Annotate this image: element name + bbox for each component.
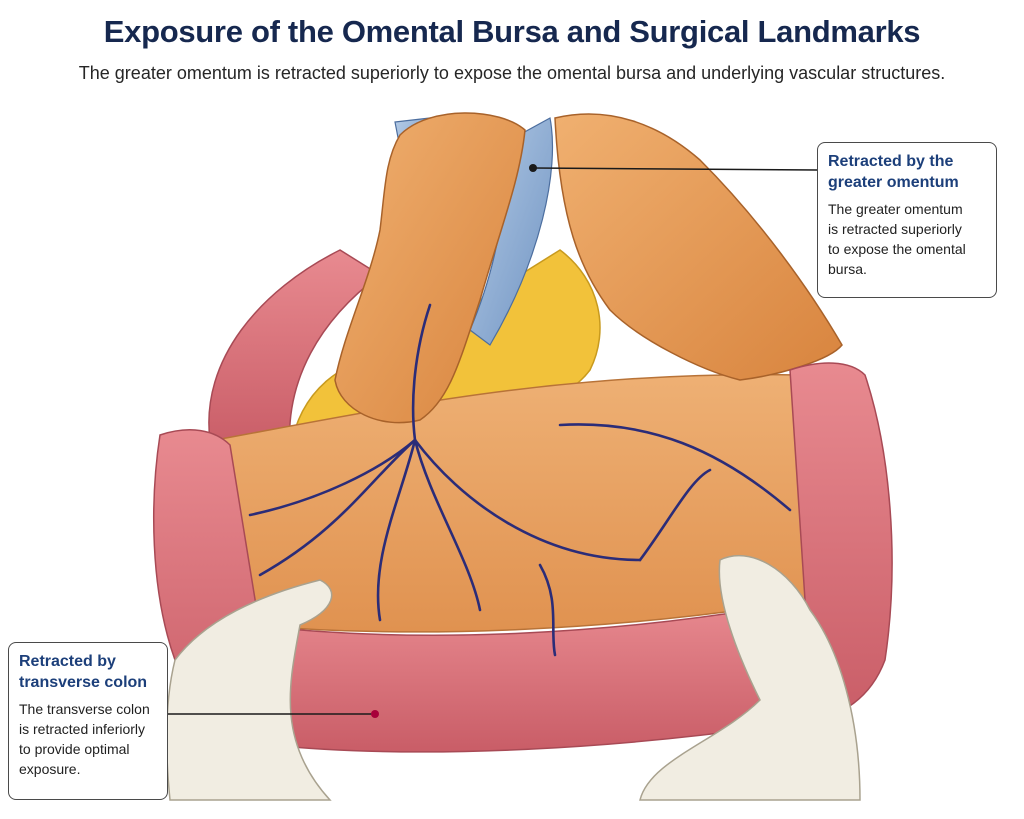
callout-colon-text-line1: The transverse colon [19, 701, 150, 717]
colon-left-loop [208, 249, 382, 451]
callout-colon-text-line4: exposure. [19, 761, 81, 777]
greater-omentum-right [554, 113, 843, 381]
callout-omentum-title-line2: greater omentum [828, 174, 959, 191]
callout-omentum-text: The greater omentum is retracted superio… [828, 199, 986, 279]
callout-colon-title: Retracted by transverse colon [19, 651, 157, 693]
callout-colon-text-line3: to provide optimal [19, 741, 130, 757]
callout-omentum-title: Retracted by the greater omentum [828, 151, 986, 193]
callout-greater-omentum: Retracted by the greater omentum The gre… [817, 142, 997, 298]
callout-colon-title-line1: Retracted by [19, 653, 116, 670]
colon-leader-dot [371, 710, 379, 718]
right-gloved-hand [639, 554, 861, 801]
omentum-leader-dot [529, 164, 537, 172]
page-title: Exposure of the Omental Bursa and Surgic… [103, 14, 921, 49]
callout-omentum-text-line3: to expose the omental [828, 241, 966, 257]
callout-colon-text: The transverse colon is retracted inferi… [19, 699, 157, 779]
mesenteric-vessels [248, 303, 792, 657]
callout-omentum-text-line1: The greater omentum [828, 201, 963, 217]
callout-omentum-text-line2: is retracted superiorly [828, 221, 962, 237]
callout-omentum-text-line4: bursa. [828, 261, 867, 277]
callout-colon-title-line2: transverse colon [19, 674, 148, 691]
greater-omentum-left [334, 112, 526, 424]
omentum-leader-line [532, 167, 818, 171]
callout-colon-text-line2: is retracted inferiorly [19, 721, 146, 737]
callout-transverse-colon: Retracted by transverse colon The transv… [8, 642, 168, 800]
callout-omentum-title-line1: Retracted by the [828, 153, 954, 170]
page-subtitle: The greater omentum is retracted superio… [78, 63, 946, 83]
